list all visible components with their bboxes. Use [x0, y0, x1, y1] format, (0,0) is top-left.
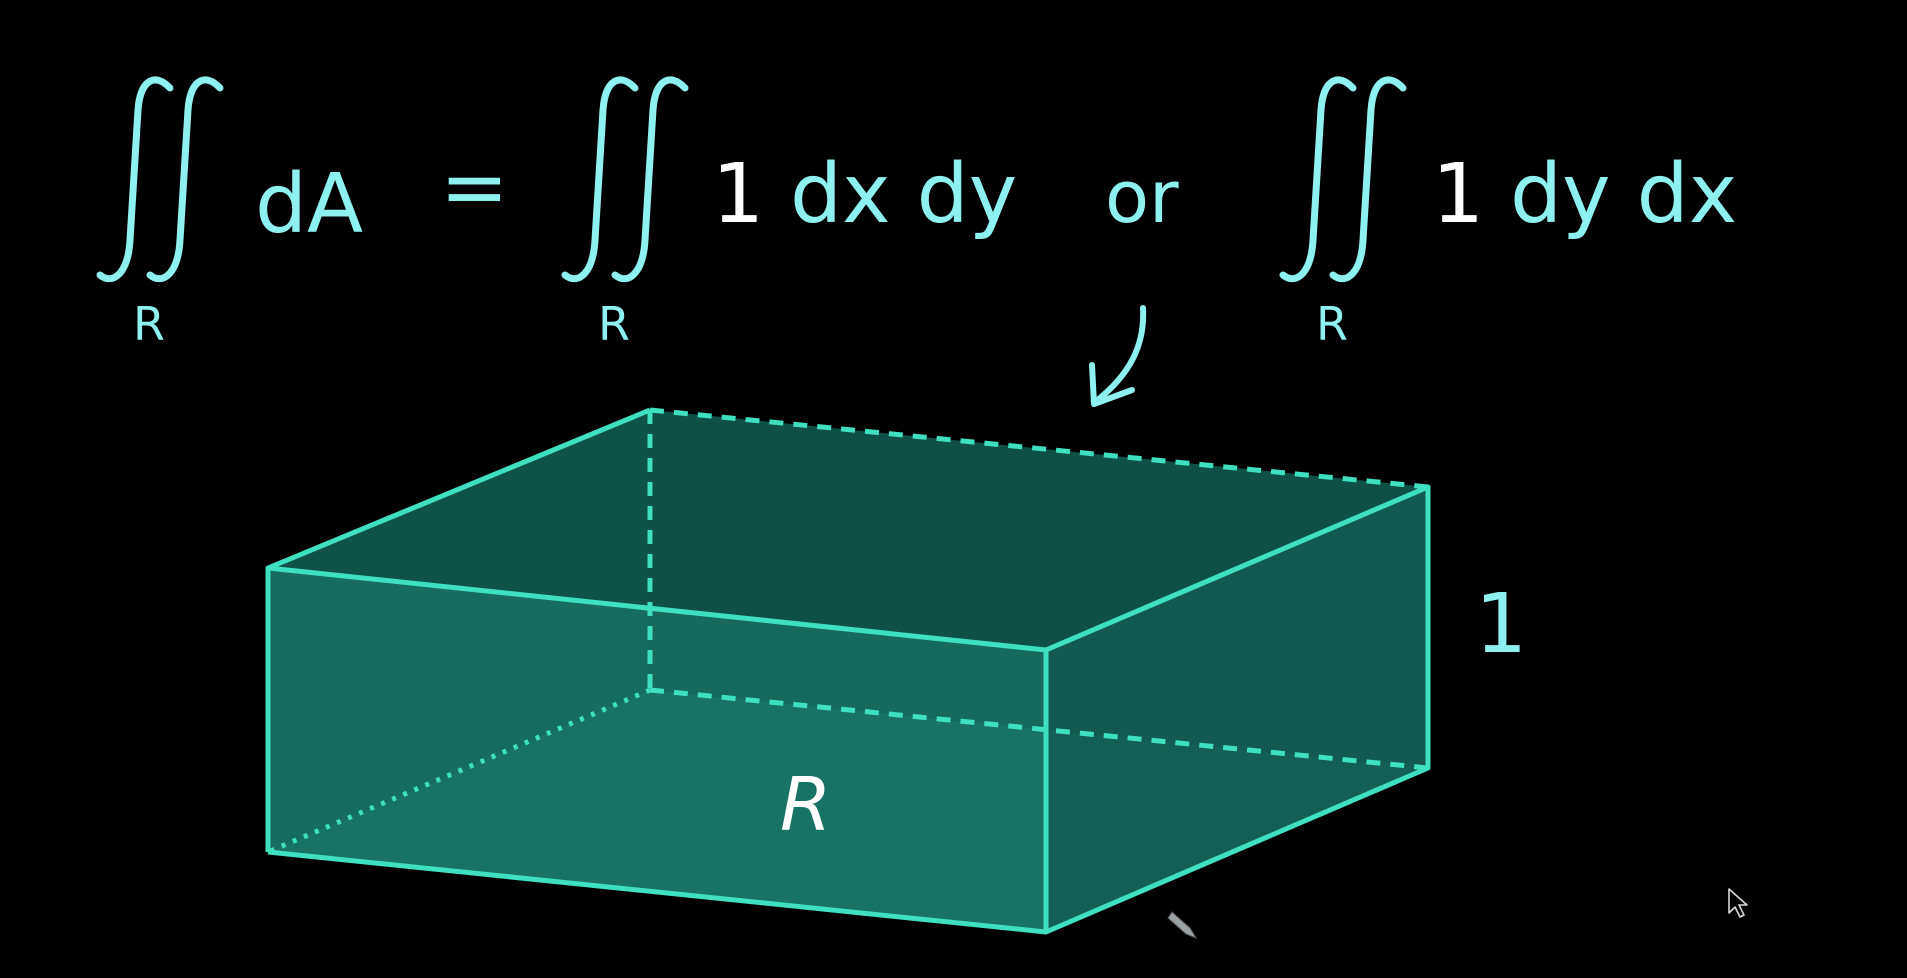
- integral-sign: [611, 76, 689, 283]
- box-visible-edges: [265, 407, 1431, 935]
- term2-integrand-one: 1: [1432, 147, 1484, 242]
- lhs-double-integral: [96, 76, 224, 283]
- arrow-cursor-icon: [1728, 888, 1748, 918]
- integral-sign: [1329, 76, 1407, 283]
- lhs-integrand: dA: [255, 157, 363, 252]
- term1-double-integral: [561, 76, 689, 283]
- height-label: 1: [1475, 577, 1527, 672]
- down-left-arrow-icon: [1089, 305, 1147, 407]
- pen-cursor-icon: [1167, 911, 1198, 940]
- box-hidden-edges: [267, 407, 1429, 855]
- box-right-face: [1046, 487, 1428, 932]
- box-front-face: [268, 568, 1046, 932]
- box-prism: R: [265, 407, 1431, 935]
- integral-sign: [96, 76, 174, 283]
- lhs-region-label: R: [133, 297, 165, 351]
- term2-double-integral: [1279, 76, 1407, 283]
- integral-sign: [146, 76, 224, 283]
- base-region-label: R: [780, 762, 831, 848]
- equals-sign: =: [440, 140, 509, 235]
- term1-integrand-one: 1: [712, 147, 764, 242]
- integral-sign: [561, 76, 639, 283]
- equation: dA R = 1 dx dy R or 1 dy dx R: [96, 76, 1737, 351]
- term2-region-label: R: [1316, 297, 1348, 351]
- term1-differentials: dx dy: [790, 147, 1017, 242]
- term1-region-label: R: [598, 297, 630, 351]
- or-connector: or: [1105, 155, 1179, 239]
- term2-differentials: dy dx: [1510, 147, 1737, 242]
- box-top-face: [268, 410, 1428, 650]
- integral-sign: [1279, 76, 1357, 283]
